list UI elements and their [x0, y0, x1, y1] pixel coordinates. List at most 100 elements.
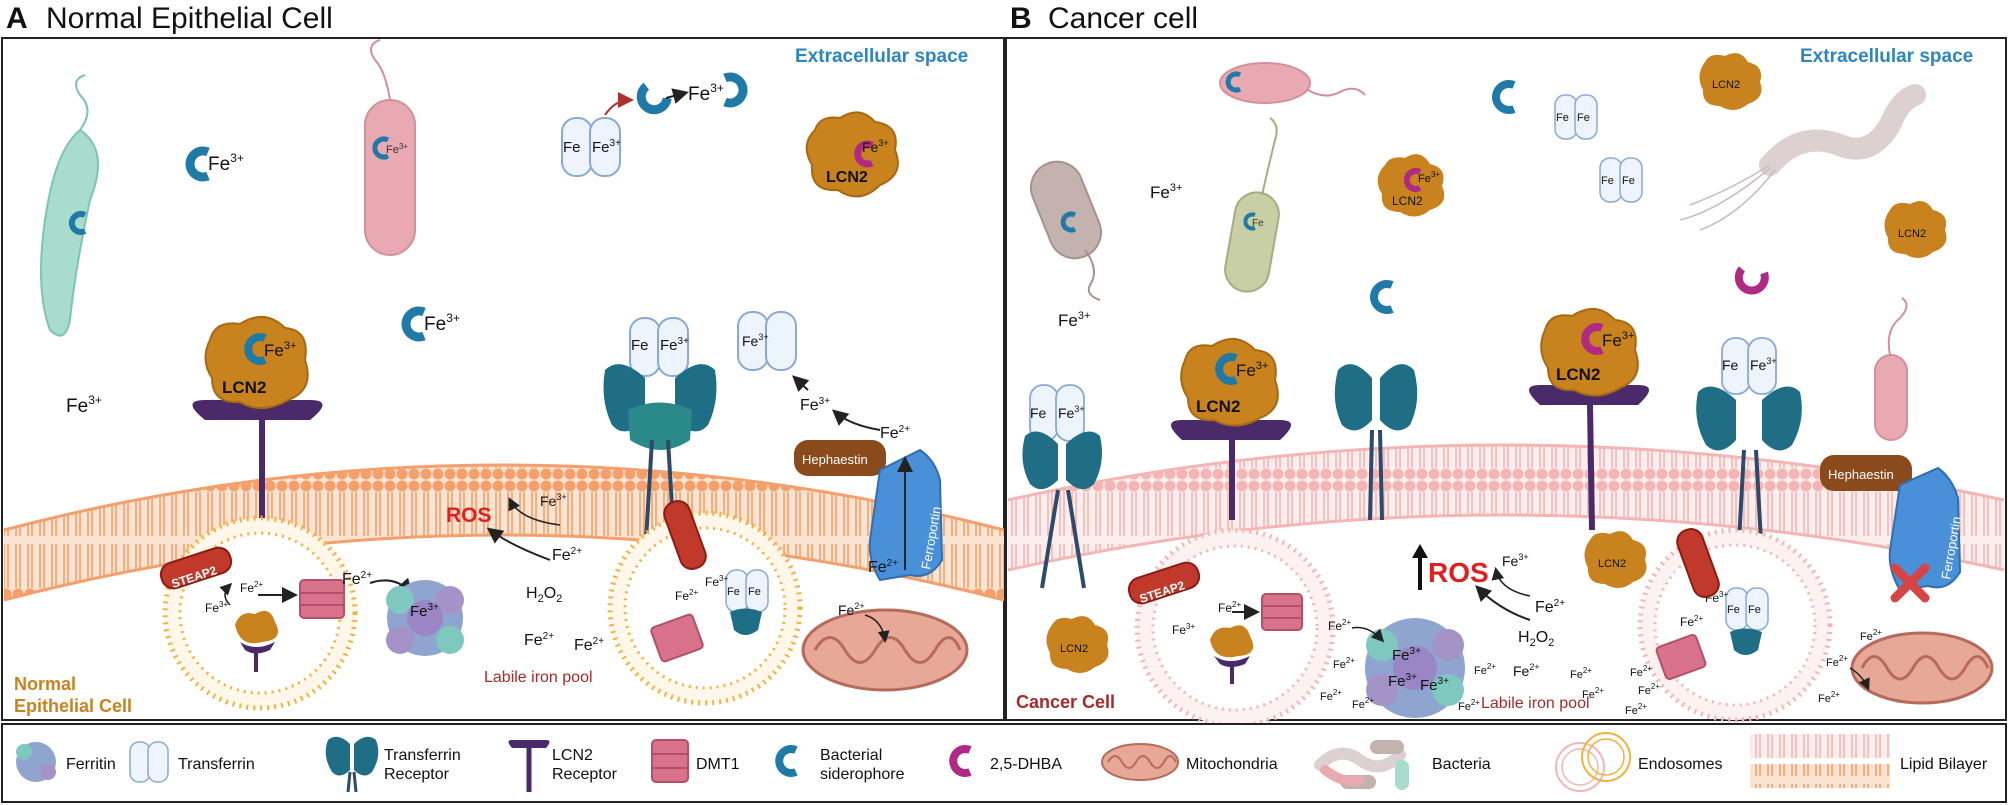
bacteria-pink-b	[1219, 62, 1366, 104]
transferrin-receptor-b3: Fe Fe3+	[1696, 337, 1802, 561]
cell-label-normal-1: Normal	[14, 674, 76, 694]
svg-text:Hephaestin: Hephaestin	[802, 452, 868, 467]
ferritin-a: Fe3+	[386, 580, 464, 656]
svg-text:Bacterial: Bacterial	[820, 747, 882, 764]
svg-text:Fe2+: Fe2+	[1680, 614, 1703, 629]
svg-text:Fe3+: Fe3+	[1418, 170, 1440, 185]
fe2-mito-b1: Fe2+	[1860, 628, 1882, 643]
free-fe3-b1: Fe3+	[1150, 182, 1182, 202]
dhba-free-b	[1734, 266, 1769, 295]
fe2-pool-a2: Fe2+	[574, 636, 604, 654]
dmt1-b1	[1261, 593, 1303, 631]
free-fe3-a: Fe3+	[66, 393, 102, 417]
svg-text:Ferritin: Ferritin	[66, 756, 116, 773]
panel-b-extracellular-label: Extracellular space	[1800, 46, 1973, 67]
fe2-b9: Fe2+	[1625, 702, 1647, 717]
cell-label-cancer: Cancer Cell	[1016, 692, 1115, 712]
bacteria-iron-label: Fe3+	[386, 142, 408, 156]
fe2-ferritin-b: Fe2+	[1328, 618, 1351, 633]
panel-a-letter: A	[6, 2, 28, 35]
svg-text:siderophore: siderophore	[820, 766, 905, 783]
panel-b-title: Cancer cell	[1048, 2, 1198, 35]
svg-text:Fe3+: Fe3+	[1420, 676, 1449, 694]
fe2-b10: Fe2+	[1630, 664, 1652, 679]
siderophore-free-b2	[1370, 280, 1394, 314]
fe2-in-a: Fe2+	[868, 558, 898, 576]
endosome-a2: Fe Fe Fe2+ Fe3+	[607, 510, 803, 706]
ros-b: ROS	[1428, 557, 1489, 588]
fe2-pool-a1: Fe2+	[524, 631, 554, 649]
svg-text:Fe3+: Fe3+	[1236, 360, 1268, 380]
dmt1-a2	[650, 613, 704, 663]
svg-text:Fe3+: Fe3+	[742, 332, 769, 349]
lcn2-free-b2: LCN2	[1884, 201, 1947, 259]
fe3-released: Fe3+	[688, 81, 724, 105]
svg-text:Fe2+: Fe2+	[1218, 600, 1241, 615]
free-fe3-b2: Fe3+	[1058, 310, 1090, 330]
svg-text:Lipid Bilayer: Lipid Bilayer	[1900, 756, 1988, 773]
legend-dhba: 2,5-DHBA	[949, 745, 1062, 777]
fe3-fenton-a: Fe3+	[540, 492, 567, 509]
svg-text:Transferrin: Transferrin	[384, 747, 461, 764]
svg-text:2,5-DHBA: 2,5-DHBA	[990, 756, 1062, 773]
siderophore-icon	[636, 82, 672, 115]
hephaestin-b: Hephaestin	[1820, 455, 1912, 491]
svg-text:Fe3+: Fe3+	[660, 336, 689, 354]
lcn2-receptor-b2: Fe3+ LCN2	[1529, 308, 1649, 531]
mitochondria-a	[801, 608, 969, 692]
labile-pool-b: Labile iron pool	[1481, 695, 1590, 712]
svg-text:LCN2: LCN2	[552, 747, 593, 764]
legend-endosomes: Endosomes	[1555, 732, 1723, 792]
transferrin-receptor-b1: Fe Fe3+	[1022, 384, 1102, 589]
svg-text:Bacteria: Bacteria	[1432, 756, 1491, 773]
svg-text:Endosomes: Endosomes	[1638, 756, 1723, 773]
transferrin-free-a: Fe3+	[737, 311, 797, 371]
svg-text:LCN2: LCN2	[826, 169, 868, 186]
legend-transferrin-receptor: Transferrin Receptor	[325, 736, 461, 793]
svg-text:Receptor: Receptor	[552, 766, 618, 783]
svg-text:Transferrin: Transferrin	[178, 756, 255, 773]
legend-ferritin: Ferritin	[16, 742, 116, 782]
siderophore-icon	[68, 211, 87, 235]
fe3-fenton-b: Fe3+	[1502, 552, 1529, 569]
svg-text:Fe3+: Fe3+	[1750, 356, 1777, 373]
fe2-b8: Fe2+	[1582, 686, 1604, 701]
fe3-ox-a: Fe3+	[800, 396, 830, 414]
svg-text:Fe3+: Fe3+	[705, 574, 728, 589]
siderophore-free-b1	[1492, 80, 1516, 114]
svg-text:Fe3+: Fe3+	[264, 340, 296, 360]
svg-text:LCN2: LCN2	[1556, 365, 1600, 384]
transferrin-free-b2: Fe Fe	[1599, 157, 1643, 203]
svg-text:Fe: Fe	[727, 586, 740, 598]
fe2-b3: Fe2+	[1352, 696, 1374, 711]
svg-text:LCN2: LCN2	[222, 378, 266, 397]
svg-text:Fe3+: Fe3+	[1058, 404, 1085, 421]
panel-a-title: Normal Epithelial Cell	[46, 2, 333, 35]
transferrin-receptor-b2	[1334, 364, 1418, 521]
svg-text:DMT1: DMT1	[696, 756, 740, 773]
fe2-mito-b2: Fe2+	[1826, 654, 1848, 669]
svg-text:LCN2: LCN2	[1196, 397, 1240, 416]
svg-text:Fe: Fe	[1622, 175, 1635, 187]
svg-text:Hephaestin: Hephaestin	[1828, 467, 1894, 482]
fe2-b7: Fe2+	[1570, 666, 1592, 681]
svg-text:Fe3+: Fe3+	[424, 311, 460, 335]
fe2-b4: Fe2+	[1474, 662, 1496, 677]
fe2-b2: Fe2+	[1320, 688, 1342, 703]
lcn2-complex-a-top: Fe3+ LCN2	[805, 111, 899, 198]
lcn2-complex-b: Fe3+ LCN2	[1377, 154, 1445, 217]
svg-text:Fe3+: Fe3+	[1172, 622, 1195, 637]
legend-mitochondria: Mitochondria	[1101, 743, 1278, 781]
legend-lipid-bilayer: Lipid Bilayer	[1750, 734, 1988, 788]
ros-up-arrow-icon	[1412, 544, 1428, 590]
bacteria-pink-b2	[1874, 297, 1908, 441]
lcn2-receptor-a: Fe3+ LCN2	[192, 316, 323, 520]
h2o2-b: H2O2	[1518, 629, 1554, 649]
siderophore-fe3-2: Fe3+	[401, 306, 460, 342]
ferritin-b: Fe3+ Fe3+ Fe3+	[1365, 618, 1465, 718]
hephaestin-a: Hephaestin	[794, 440, 886, 476]
svg-text:Fe: Fe	[563, 139, 581, 156]
bacteria-olive-b: Fe	[1224, 117, 1280, 293]
svg-text:LCN2: LCN2	[1598, 558, 1626, 570]
